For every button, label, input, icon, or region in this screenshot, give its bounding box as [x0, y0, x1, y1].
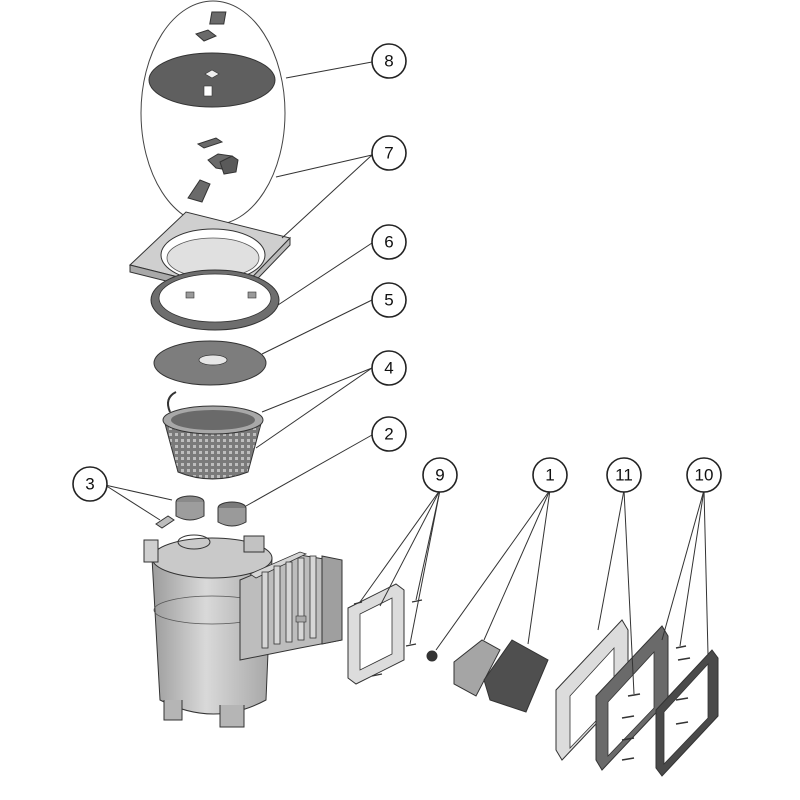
callout-3: 3 [72, 466, 108, 502]
part-9-gasket [347, 583, 423, 685]
callout-9: 9 [422, 457, 458, 493]
leader-lines [104, 61, 709, 695]
part-5-disc [153, 340, 267, 386]
callout-7: 7 [371, 135, 407, 171]
part-6-ring [150, 269, 280, 331]
part-7-clips [187, 137, 239, 203]
callout-5: 5 [371, 282, 407, 318]
part-1-flap [426, 639, 549, 713]
callout-5-text: 5 [384, 291, 393, 310]
callout-6: 6 [371, 224, 407, 260]
callout-4-text: 4 [384, 359, 393, 378]
callout-9-text: 9 [435, 466, 444, 485]
callout-11-text: 11 [615, 466, 633, 485]
callout-8: 8 [371, 43, 407, 79]
part-2-cap [217, 501, 247, 527]
callout-6-text: 6 [384, 233, 393, 252]
callout-10-text: 10 [695, 466, 714, 485]
part-8-lid [148, 11, 276, 108]
callout-1-text: 1 [545, 466, 554, 485]
callout-4: 4 [371, 350, 407, 386]
skimmer-body [143, 534, 343, 728]
callout-1: 1 [532, 457, 568, 493]
callout-7-text: 7 [384, 144, 393, 163]
part-3-cap [155, 495, 205, 529]
callout-10: 10 [686, 457, 722, 493]
callout-2: 2 [371, 416, 407, 452]
part-10-faceplate [595, 625, 719, 777]
callout-8-text: 8 [384, 52, 393, 71]
part-4-basket [162, 391, 264, 480]
callout-2-text: 2 [384, 425, 393, 444]
callout-3-text: 3 [85, 475, 94, 494]
callout-11: 11 [606, 457, 642, 493]
